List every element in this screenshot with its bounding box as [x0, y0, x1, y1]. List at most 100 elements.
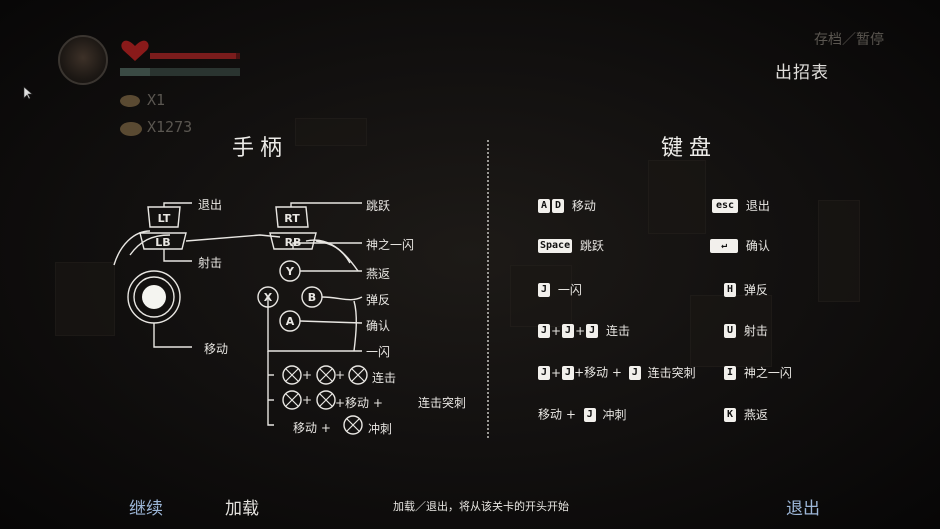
- gp-move-label: 移动: [204, 342, 229, 356]
- coin-icon: [120, 122, 142, 136]
- gp-combo-plus-1: +: [302, 368, 313, 382]
- key-j: J: [538, 365, 550, 380]
- key-a: A: [538, 198, 550, 213]
- cursor-icon: [23, 86, 33, 100]
- rt-label: RT: [284, 212, 300, 225]
- move-list-title: 出招表: [775, 63, 829, 83]
- save-pause-label: 存档／暂停: [814, 32, 884, 48]
- key-j: J: [586, 323, 599, 338]
- kb-slash-row: I 神之一闪: [724, 364, 792, 381]
- kb-move-label: 移动: [571, 198, 596, 213]
- bg-poster: [55, 262, 115, 336]
- gp-dash-move-label: 移动 +: [293, 421, 331, 435]
- rb-button-shape: [269, 232, 317, 250]
- kb-shoot-row: U 射击: [724, 322, 768, 339]
- key-enter: ↵: [710, 238, 738, 253]
- kb-combo-thrust-row: J+J+移动 + J 连击突刺: [538, 364, 696, 381]
- key-space: Space: [538, 238, 572, 253]
- key-j: J: [562, 365, 575, 380]
- heart-icon: [121, 40, 149, 61]
- bg-banner: [818, 200, 860, 302]
- rt-button-shape: [275, 206, 309, 228]
- kb-deflect-row: H 弹反: [724, 281, 768, 298]
- combo-x-icons: [282, 365, 368, 435]
- kb-thrust-move-label: +移动 +: [574, 365, 622, 380]
- gp-flash-label: 一闪: [366, 345, 391, 359]
- kb-dash-label: 冲刺: [602, 407, 627, 422]
- gp-combo-plus-2: +: [335, 368, 346, 382]
- keyboard-title: 键盘: [661, 136, 718, 161]
- kb-dash-row: 移动 + J 冲刺: [538, 406, 627, 423]
- gamepad-diagram: LT LB RT RB Y X B A: [113, 202, 368, 435]
- gp-swallow-label: 燕返: [366, 267, 391, 281]
- gp-slash-label: 神之一闪: [366, 238, 415, 252]
- kb-jump-row: Space 跳跃: [538, 237, 604, 254]
- plus-sign: +: [551, 323, 562, 338]
- plus-sign: +: [575, 323, 586, 338]
- kb-flash-label: 一闪: [557, 282, 582, 297]
- kb-swallow-row: K 燕返: [724, 406, 768, 423]
- key-j: J: [562, 323, 575, 338]
- player-avatar: [58, 35, 108, 85]
- y-button-label: Y: [285, 265, 295, 278]
- key-d: D: [552, 198, 564, 213]
- exit-button[interactable]: 退出: [786, 499, 820, 519]
- key-j: J: [583, 407, 596, 422]
- load-hint: 加载／退出，将从该关卡的开头开始: [393, 500, 569, 513]
- kb-deflect-label: 弹反: [743, 282, 768, 297]
- lt-label: LT: [158, 212, 171, 225]
- a-button-label: A: [286, 315, 295, 328]
- kb-confirm-row: ↵ 确认: [710, 237, 770, 254]
- key-j: J: [538, 323, 550, 338]
- kb-combo-label: 连击: [605, 323, 630, 338]
- gp-confirm-label: 确认: [366, 319, 391, 333]
- continue-button[interactable]: 继续: [129, 499, 163, 519]
- gp-jump-label: 跳跃: [366, 199, 391, 213]
- gamepad-title: 手柄: [232, 136, 289, 161]
- plus-sign: +: [551, 365, 562, 380]
- gp-thrust-plus: +: [302, 393, 313, 407]
- lives-count: X1: [147, 91, 166, 109]
- kb-shoot-label: 射击: [743, 323, 768, 338]
- gp-combo-thrust-label: 连击突刺: [418, 396, 467, 410]
- gp-combo-label: 连击: [372, 371, 397, 385]
- kb-slash-label: 神之一闪: [743, 365, 792, 380]
- kb-exit-row: esc 退出: [712, 197, 770, 214]
- kb-confirm-label: 确认: [745, 238, 770, 253]
- gp-thrust-move-label: +移动 +: [335, 396, 383, 410]
- lt-button-shape: [147, 206, 181, 228]
- key-h: H: [724, 282, 736, 297]
- lb-button-shape: [139, 232, 187, 250]
- kb-combo-row: J+J+J 连击: [538, 322, 630, 339]
- key-i: I: [724, 365, 736, 380]
- gp-exit-label: 退出: [198, 198, 223, 212]
- gp-dash-label: 冲刺: [368, 422, 393, 436]
- gp-shoot-label: 射击: [198, 256, 223, 270]
- lives-icon: [120, 95, 140, 107]
- kb-flash-row: J 一闪: [538, 281, 582, 298]
- bg-sign: [295, 118, 367, 146]
- load-button[interactable]: 加载: [225, 499, 259, 519]
- x-button-label: X: [264, 291, 273, 304]
- kb-dash-move-label: 移动 +: [538, 407, 576, 422]
- key-j: J: [538, 282, 550, 297]
- key-j: J: [628, 365, 641, 380]
- health-bar: [150, 53, 240, 59]
- key-k: K: [724, 407, 736, 422]
- kb-exit-label: 退出: [745, 198, 770, 213]
- key-esc: esc: [712, 198, 738, 213]
- bg-scroll: [648, 160, 706, 234]
- lb-label: LB: [155, 236, 170, 249]
- kb-swallow-label: 燕返: [743, 407, 768, 422]
- kb-jump-label: 跳跃: [579, 238, 604, 253]
- kb-combo-thrust-label: 连击突刺: [647, 365, 696, 380]
- coin-count: X1273: [147, 118, 193, 136]
- rb-label: RB: [285, 236, 302, 249]
- stamina-bar: [120, 68, 240, 76]
- stick-thumb: [142, 285, 166, 309]
- gp-deflect-label: 弹反: [366, 293, 391, 307]
- section-divider: [487, 140, 489, 438]
- key-u: U: [724, 323, 736, 338]
